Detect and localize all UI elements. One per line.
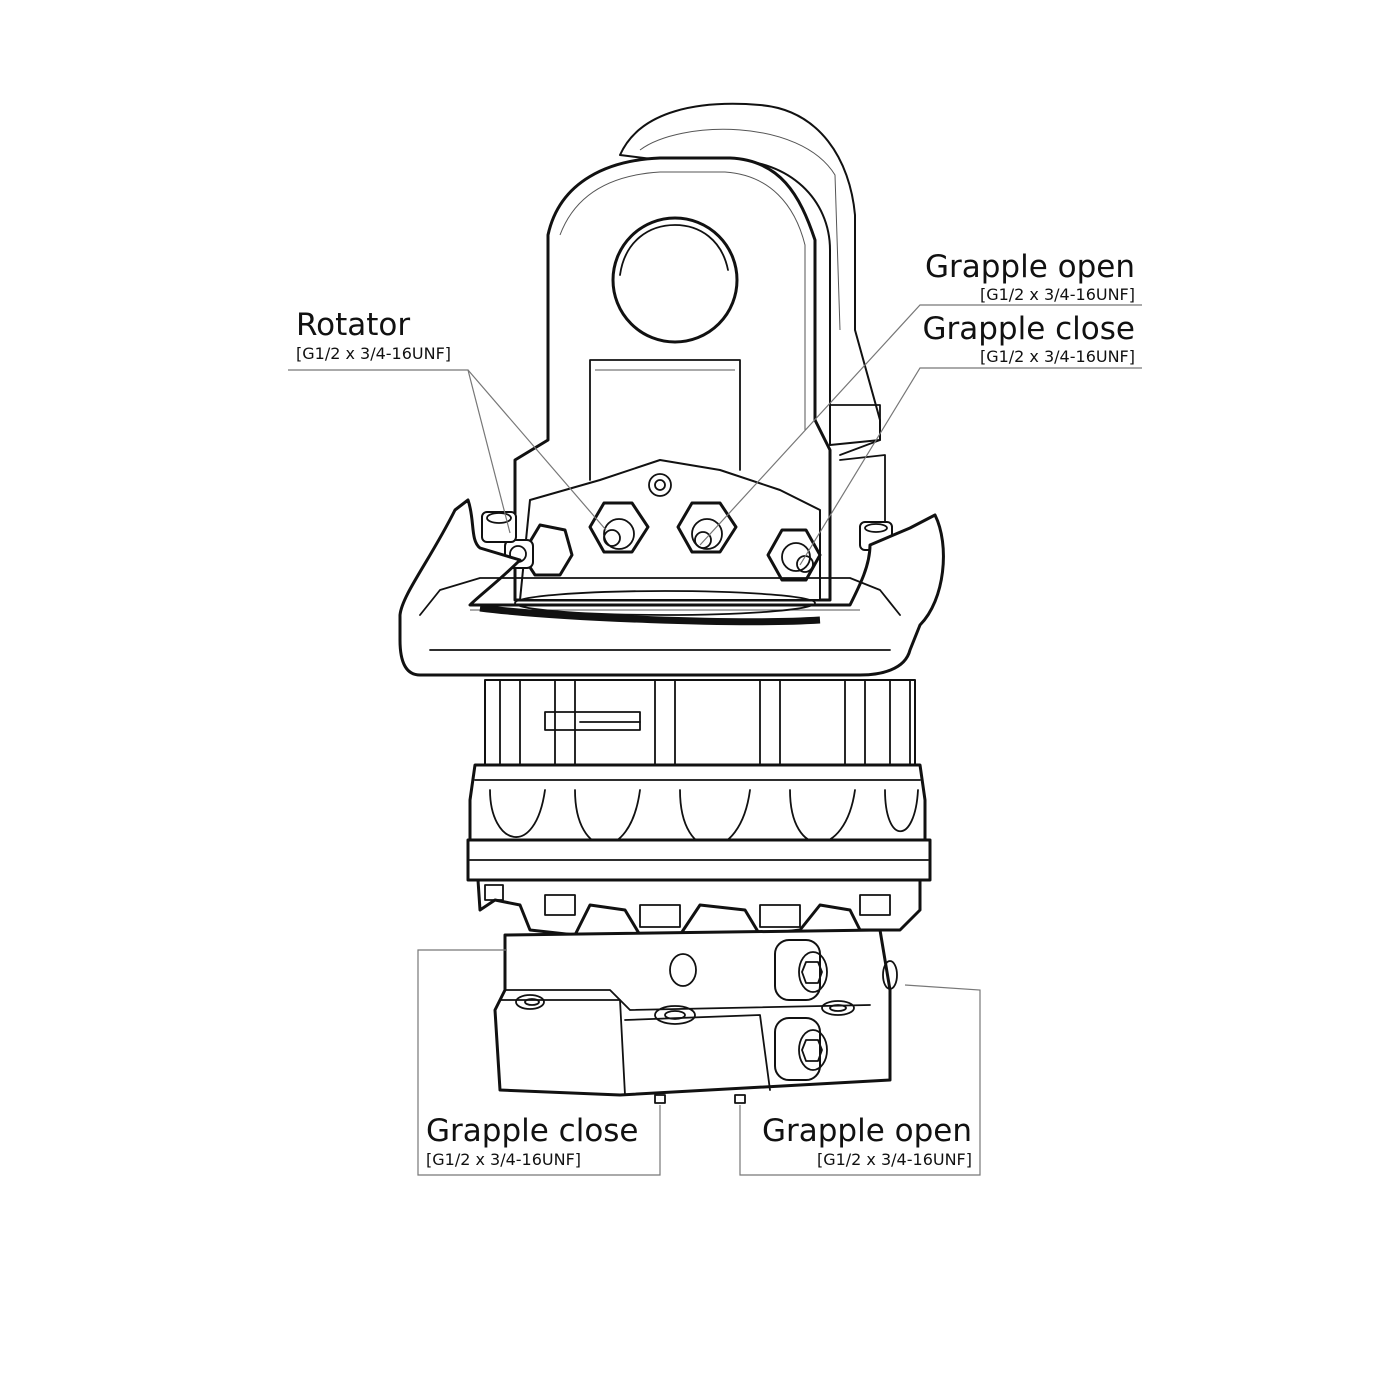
label-grapple-close-top-spec: [G1/2 x 3/4-16UNF]: [980, 347, 1135, 366]
label-grapple-open-top-title: Grapple open: [925, 249, 1135, 285]
leader-lines: [288, 304, 1142, 1176]
leader-grapple-open-top: [699, 304, 1142, 546]
label-grapple-close-bottom-title: Grapple close: [426, 1113, 639, 1149]
upper-ring: [468, 763, 927, 842]
leader-grapple-open-bottom: [739, 984, 981, 1176]
lug-eye-hole: [611, 216, 739, 344]
port-block: [519, 459, 821, 601]
socket-screw-lower: [774, 1017, 828, 1081]
label-grapple-open-top: Grapple open [G1/2 x 3/4-16UNF]: [925, 249, 1135, 304]
label-grapple-open-bottom-title: Grapple open: [762, 1113, 972, 1149]
fitting-grapple-close-top: [766, 528, 822, 582]
leader-grapple-close-bottom: [417, 949, 661, 1176]
label-grapple-close-top-title: Grapple close: [922, 311, 1135, 347]
valve-housing: [493, 928, 892, 1097]
label-grapple-close-bottom-spec: [G1/2 x 3/4-16UNF]: [426, 1150, 581, 1169]
label-grapple-close-bottom: Grapple close [G1/2 x 3/4-16UNF]: [426, 1113, 639, 1169]
leader-rotator: [467, 369, 607, 531]
label-grapple-open-bottom: Grapple open [G1/2 x 3/4-16UNF]: [762, 1113, 972, 1169]
leader-grapple-close-top: [799, 367, 1142, 566]
fitting-grapple-open-top: [676, 501, 738, 554]
socket-screw-upper: [774, 939, 828, 1001]
leader-rotator-left: [288, 369, 511, 534]
label-grapple-open-bottom-spec: [G1/2 x 3/4-16UNF]: [817, 1150, 972, 1169]
label-rotator: Rotator [G1/2 x 3/4-16UNF]: [296, 307, 451, 363]
label-rotator-title: Rotator: [296, 307, 410, 343]
rotator-drawing: [398, 102, 945, 1104]
label-grapple-open-top-spec: [G1/2 x 3/4-16UNF]: [980, 285, 1135, 304]
lower-gear-ring: [476, 878, 922, 937]
top-flange: [398, 498, 945, 677]
label-grapple-close-top: Grapple close [G1/2 x 3/4-16UNF]: [922, 311, 1135, 366]
fitting-rotator: [588, 501, 650, 554]
label-rotator-spec: [G1/2 x 3/4-16UNF]: [296, 344, 451, 363]
